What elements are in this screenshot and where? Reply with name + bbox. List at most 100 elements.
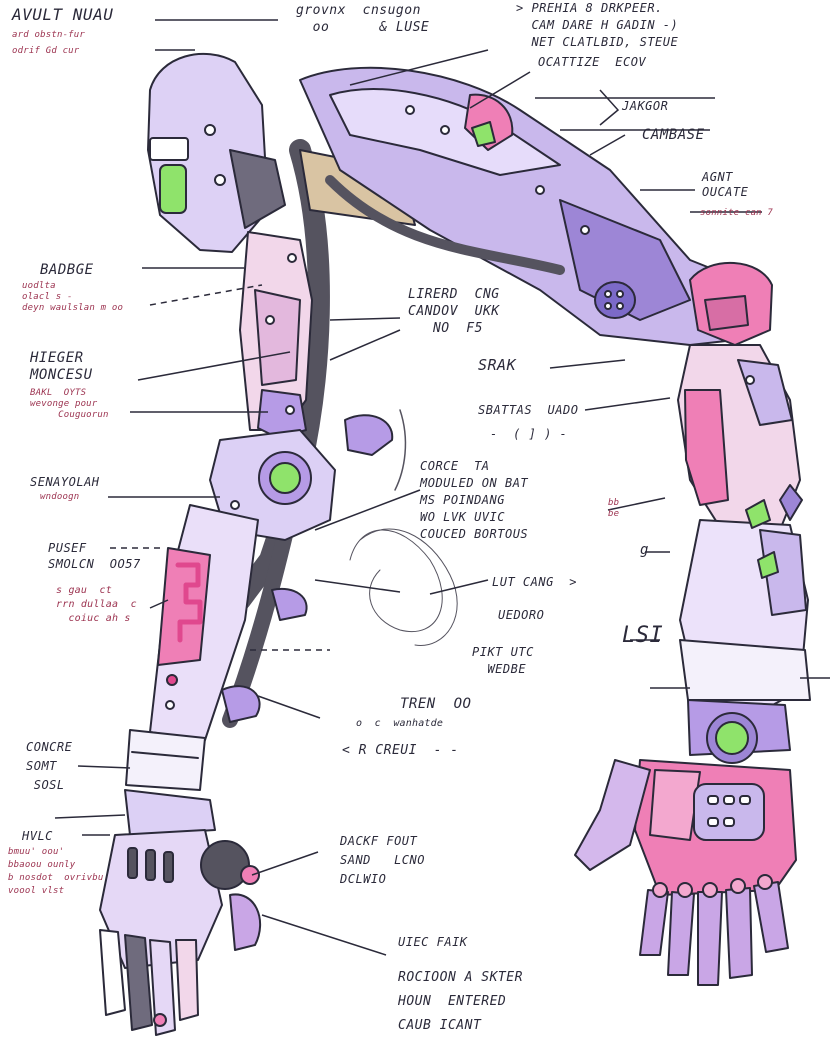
forearm-side-knob [271,587,308,621]
label-badge-sub: uodlta olacl s - deyn waulslan m oo [22,281,124,313]
label-g: g [640,542,649,558]
elbow-bolt [230,500,240,510]
shoulder-joint-bracket [704,295,749,331]
knuckle-pink [730,878,746,894]
wrist-band-right [679,639,811,701]
forearm-right-plate [759,529,807,616]
motion-sketch [349,529,443,632]
leader-line [429,579,489,595]
label-top-left-sub: odrif Gd cur [12,46,80,56]
label-tren-sub: o c wanhatde [356,718,444,729]
label-top-right: OCATTIZE ECOV [538,55,647,69]
wrist-joint-left [124,789,216,836]
finger-right [697,891,723,986]
forearm-lower-knob [221,685,261,723]
forearm-bolt [165,700,175,710]
elbow-side-module [344,414,394,456]
forearm-magenta-circuit [175,562,203,643]
finger-right [725,887,753,979]
hand-vent-slot [145,849,156,881]
wrist-green-light [715,721,749,755]
top-arm-bolt [440,125,450,135]
leader-line [584,397,671,411]
leader-line [589,134,626,156]
thumb-joint-pink [240,865,260,885]
palm-slot [723,817,735,827]
shoulder-bolt [214,174,226,186]
leader-line [349,49,489,86]
label-left-bottom-sub: bmuu' oou' bbaoou ounly b nosdot ovrivbu… [8,847,104,896]
leader-line [314,489,421,531]
label-small-red: sonnite can 7 [700,208,774,218]
forearm-bolt [166,674,178,686]
leader-line [261,914,387,956]
label-top-center: grovnx cnsugon oo & LUSE [296,3,430,35]
finger-left [124,934,153,1031]
thumb-right [574,759,651,871]
upper-arm-right-pink [684,389,729,506]
leader-line [469,71,531,109]
knuckle-pink [677,882,693,898]
thumb-joint-dark [200,840,250,890]
leader-line [314,579,401,593]
motion-sketch [394,409,407,491]
motion-sketch [359,528,458,646]
label-top-left-title: AVULT NUAU [12,5,114,24]
palm-panel [693,783,765,841]
label-hand-note: DACKF FOUT SAND LCNO DCLWIO [340,834,425,886]
label-forearm-sub: s gau ct rrn dullaa c coiuc ah s [56,585,137,624]
leader-line [149,284,263,306]
wrist-band-left [125,729,206,791]
top-arm-bolt [535,185,545,195]
finger-right [639,889,669,956]
finger-left [175,939,199,1021]
label-shoulder-plate: JAKGOR [622,99,669,113]
top-arm-bolt [580,225,590,235]
forearm-right-green-2 [757,551,779,579]
bicep-bolt [285,405,295,415]
label-grip: UIEC FAIK [398,935,468,949]
vent-grille [594,281,636,319]
label-lute: LUT CANG > [492,575,577,589]
shoulder-bolt [204,124,216,136]
shoulder-green-light [159,164,187,214]
shoulder-joint-left [229,149,286,229]
palm-slot [739,795,751,805]
fingertip-pink [153,1013,167,1027]
upper-arm-bolt [287,253,297,263]
upper-arm-bolt [265,315,275,325]
label-pivot: PIKT UTC WEDBE [472,645,534,676]
top-arm-lower-plate [559,199,691,321]
forearm-right-green [745,499,771,529]
vent-hole [616,290,624,298]
leader-line [137,351,291,381]
label-hider-sub: BAKL OYTS wevonge pour Couguorun [30,388,109,420]
leader-line [549,359,626,369]
palm-slot [707,817,719,827]
finger-left [149,939,176,1036]
label-bottom-note: ROCIOON A SKTER HOUN ENTERED CAUB ICANT [398,970,523,1033]
elbow-green-light [269,462,301,494]
label-wrist-lower: UEDORO [498,608,545,622]
upper-arm-right-bolt [745,375,755,385]
top-arm-green-accent [471,121,496,147]
label-srak: SRAK [478,356,517,374]
label-elbow-note: CORCE TA MODULED ON BAT MS POINDANG WO L… [420,459,529,541]
knuckle-pink [652,882,668,898]
forearm-right-diamond [779,484,803,521]
label-senyolah-sub: wndoogn [40,492,80,502]
label-wrist-joint: SBATTAS UADO [478,403,579,417]
leader-line [329,317,401,321]
leader-line [607,497,666,511]
leader-line [54,814,126,819]
hand-vent-slot [127,847,138,879]
thumb-left [229,893,262,951]
label-agent: AGNT OUCATE [702,170,749,199]
palm-slot [707,795,719,805]
hand-vent-slot [163,851,174,883]
leader-line [149,599,169,609]
shoulder-vent [149,137,189,161]
finger-right [753,881,789,953]
finger-left [99,929,126,1016]
label-r-creu: < R CREUI - - [342,743,459,758]
